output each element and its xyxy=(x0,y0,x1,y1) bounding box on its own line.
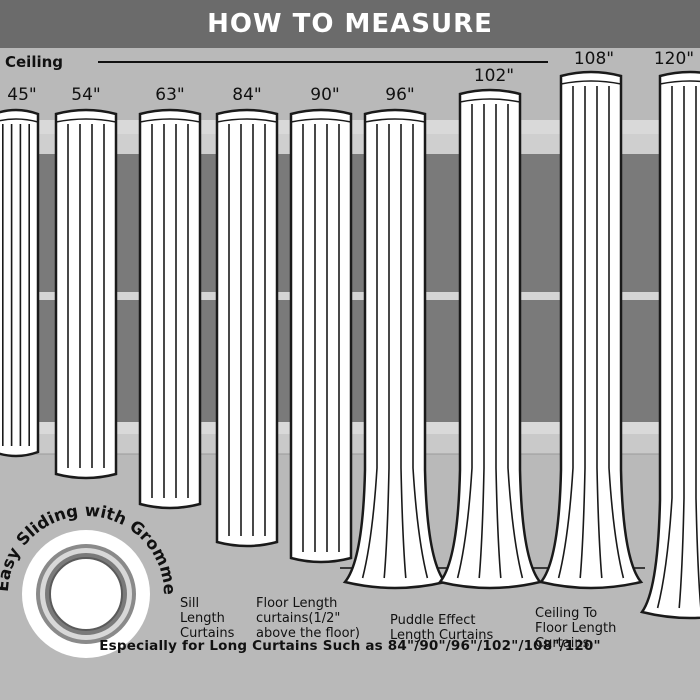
header-bar: HOW TO MEASURE xyxy=(0,0,700,48)
length-label-54: 54" xyxy=(71,85,101,105)
page-title: HOW TO MEASURE xyxy=(207,9,493,39)
ceiling-label: Ceiling xyxy=(5,53,64,71)
curtain-panel-84 xyxy=(215,108,279,548)
curtain-panel-102 xyxy=(437,88,543,590)
footer-note: Especially for Long Curtains Such as 84"… xyxy=(99,638,601,654)
length-label-84: 84" xyxy=(232,85,262,105)
length-label-108: 108" xyxy=(573,49,615,69)
curtain-panel-54 xyxy=(54,108,118,480)
caption-ceiling-to-floor: Ceiling To Floor Length Curtains xyxy=(535,606,617,651)
length-label-45: 45" xyxy=(7,85,37,105)
caption-sill-length: Sill Length Curtains xyxy=(180,596,235,641)
caption-puddle-effect: Puddle Effect Length Curtains xyxy=(390,613,494,643)
curtain-panel-63 xyxy=(138,108,202,510)
caption-floor-length: Floor Length curtains(1/2" above the flo… xyxy=(256,596,360,641)
curtain-group xyxy=(0,70,700,620)
curtain-panel-108 xyxy=(538,70,644,590)
length-label-102: 102" xyxy=(473,66,515,86)
grommet-icon xyxy=(22,530,150,658)
curtain-panel-120 xyxy=(639,70,700,620)
length-label-120: 120" xyxy=(653,49,695,69)
curtain-panel-45 xyxy=(0,108,40,458)
length-label-96: 96" xyxy=(385,85,415,105)
length-label-90: 90" xyxy=(310,85,340,105)
curtain-panel-90 xyxy=(289,108,353,564)
length-label-63: 63" xyxy=(155,85,185,105)
